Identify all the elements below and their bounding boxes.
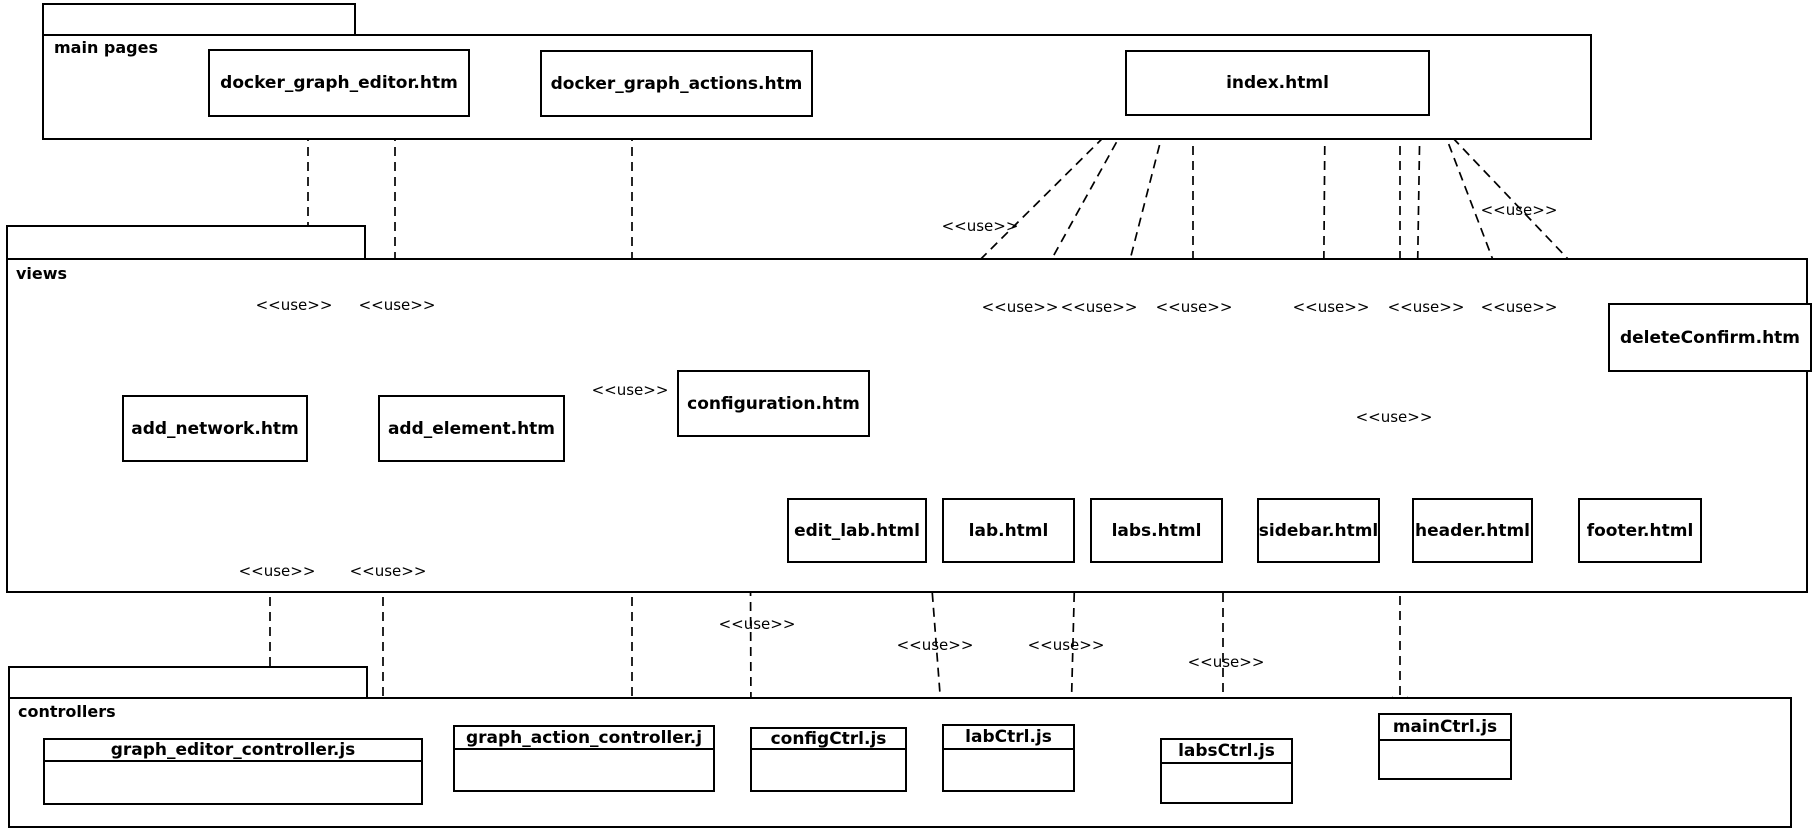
- node-delete-confirm: deleteConfirm.htm: [1608, 303, 1812, 372]
- node-configuration: configuration.htm: [677, 370, 870, 437]
- node-docker-graph-actions: docker_graph_actions.htm: [540, 50, 813, 117]
- node-footer: footer.html: [1578, 498, 1702, 563]
- node-add-network: add_network.htm: [122, 395, 308, 462]
- node-title-main-ctrl: mainCtrl.js: [1380, 715, 1510, 741]
- node-title-graph-action-controller: graph_action_controller.j: [455, 727, 713, 750]
- use-stereotype-label: <<use>>: [941, 217, 1019, 235]
- use-stereotype-label: <<use>>: [1480, 298, 1558, 316]
- node-add-element: add_element.htm: [378, 395, 565, 462]
- package-tab-views: [6, 225, 366, 260]
- use-stereotype-label: <<use>>: [591, 381, 669, 399]
- node-graph-editor-controller: graph_editor_controller.js: [43, 738, 423, 805]
- use-stereotype-label: <<use>>: [255, 296, 333, 314]
- node-title-graph-editor-controller: graph_editor_controller.js: [45, 740, 421, 762]
- node-title-lab-ctrl: labCtrl.js: [944, 726, 1073, 750]
- use-stereotype-label: <<use>>: [718, 615, 796, 633]
- node-index-html: index.html: [1125, 50, 1430, 116]
- use-stereotype-label: <<use>>: [349, 562, 427, 580]
- node-main-ctrl: mainCtrl.js: [1378, 713, 1512, 780]
- node-title-labs-ctrl: labsCtrl.js: [1162, 740, 1291, 764]
- use-stereotype-label: <<use>>: [1480, 201, 1558, 219]
- package-tab-controllers: [8, 666, 368, 699]
- node-lab-ctrl: labCtrl.js: [942, 724, 1075, 792]
- package-label-main-pages: main pages: [54, 38, 158, 57]
- node-edit-lab: edit_lab.html: [787, 498, 927, 563]
- node-header: header.html: [1412, 498, 1533, 563]
- node-config-ctrl: configCtrl.js: [750, 727, 907, 792]
- use-stereotype-label: <<use>>: [1060, 298, 1138, 316]
- use-stereotype-label: <<use>>: [1187, 653, 1265, 671]
- use-stereotype-label: <<use>>: [238, 562, 316, 580]
- use-stereotype-label: <<use>>: [981, 298, 1059, 316]
- package-label-controllers: controllers: [18, 702, 116, 721]
- package-tab-main-pages: [42, 3, 356, 36]
- node-labs: labs.html: [1090, 498, 1223, 563]
- use-stereotype-label: <<use>>: [1292, 298, 1370, 316]
- node-lab: lab.html: [942, 498, 1075, 563]
- node-sidebar: sidebar.html: [1257, 498, 1380, 563]
- node-graph-action-controller: graph_action_controller.j: [453, 725, 715, 792]
- use-stereotype-label: <<use>>: [1387, 298, 1465, 316]
- node-docker-graph-editor: docker_graph_editor.htm: [208, 49, 470, 117]
- use-stereotype-label: <<use>>: [1027, 636, 1105, 654]
- use-stereotype-label: <<use>>: [1355, 408, 1433, 426]
- package-label-views: views: [16, 264, 68, 283]
- use-stereotype-label: <<use>>: [896, 636, 974, 654]
- use-stereotype-label: <<use>>: [358, 296, 436, 314]
- node-title-config-ctrl: configCtrl.js: [752, 729, 905, 750]
- node-labs-ctrl: labsCtrl.js: [1160, 738, 1293, 804]
- use-stereotype-label: <<use>>: [1155, 298, 1233, 316]
